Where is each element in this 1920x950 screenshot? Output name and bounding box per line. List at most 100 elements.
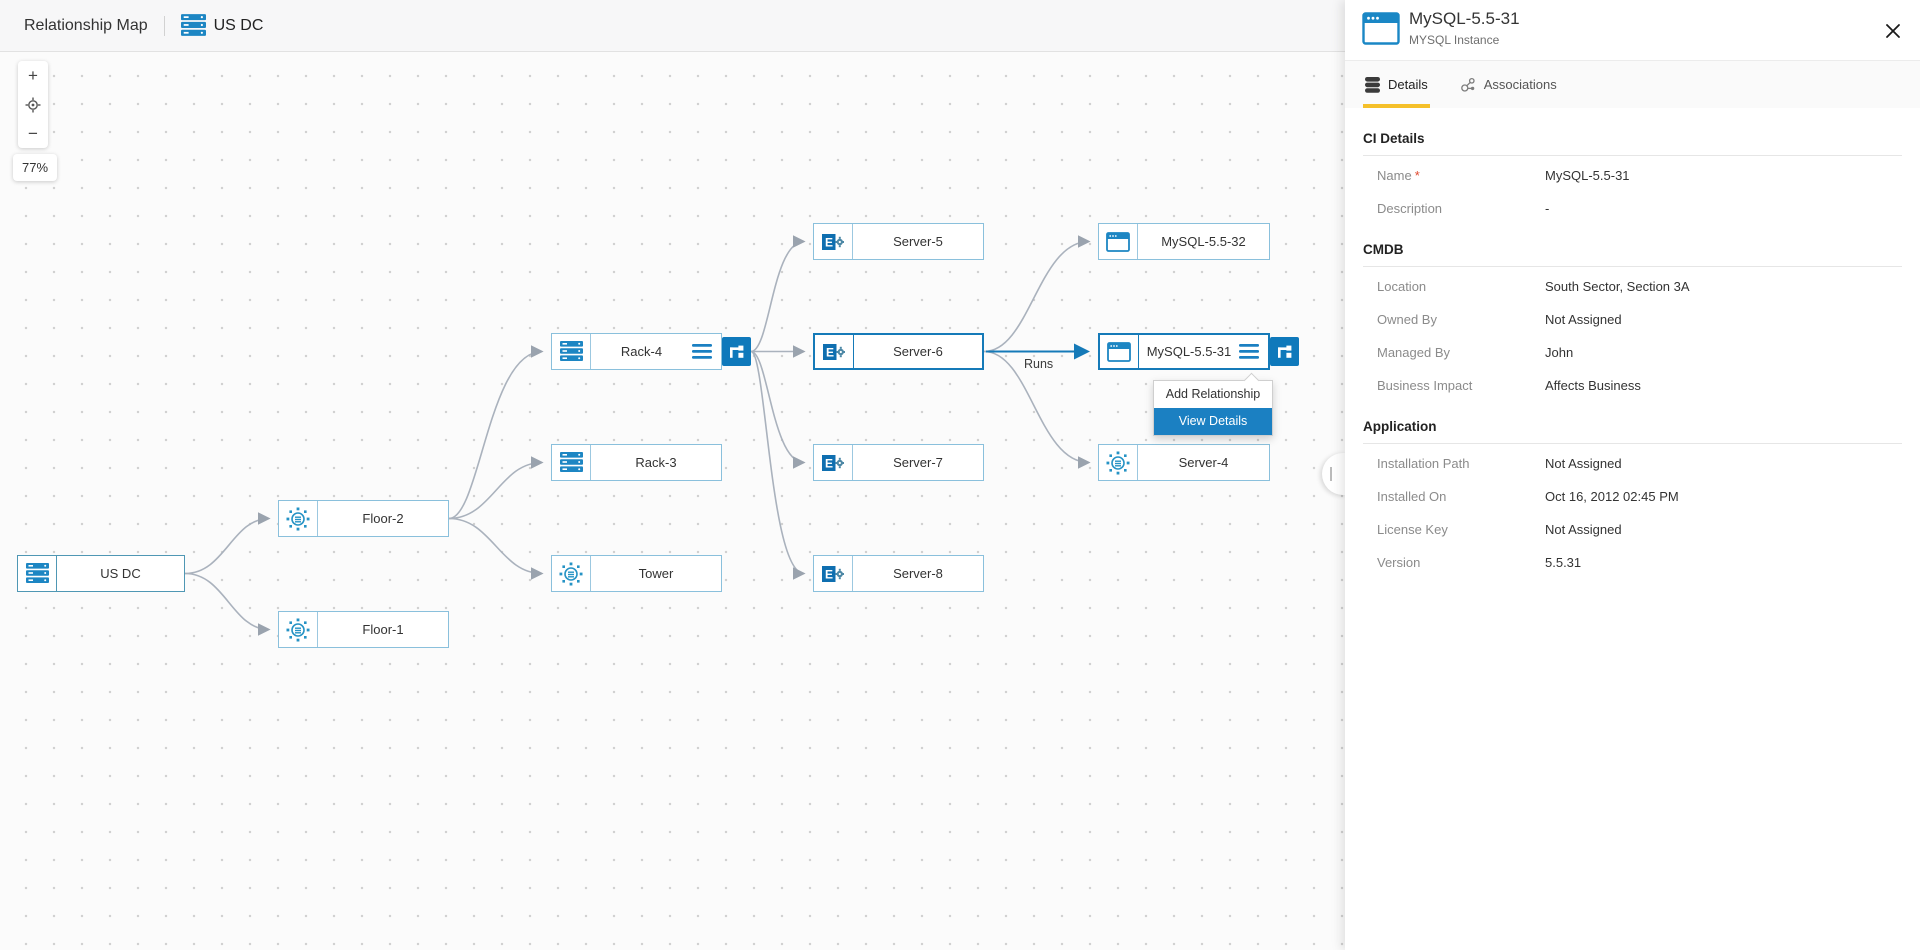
ci-details-panel: MySQL-5.5-31 MYSQL Instance Details Asso…: [1345, 0, 1920, 950]
field-label: Location: [1377, 279, 1427, 294]
window-icon: [1099, 224, 1138, 259]
node-label: Rack-3: [635, 455, 677, 470]
field-value: Not Assigned: [1545, 522, 1622, 537]
node-label: MySQL-5.5-32: [1161, 234, 1246, 249]
window-icon: [1362, 12, 1400, 50]
vm-icon: [279, 612, 318, 647]
field-label: Installed On: [1377, 489, 1447, 504]
rack-icon: [18, 556, 57, 591]
zoom-level-badge: 77%: [13, 154, 57, 181]
expand-tree-button[interactable]: [722, 337, 751, 366]
node-label: MySQL-5.5-31: [1146, 344, 1232, 359]
node-server-7[interactable]: E Server-7: [813, 444, 984, 481]
tab-label: Details: [1388, 77, 1428, 92]
node-floor-1[interactable]: Floor-1: [278, 611, 449, 648]
node-label: Rack-4: [620, 344, 663, 359]
node-label: Server-7: [893, 455, 943, 470]
rack-icon: [552, 445, 591, 480]
topbar-divider: [163, 15, 165, 36]
section-heading: Application: [1363, 419, 1437, 434]
field-label: Installation Path: [1377, 456, 1470, 471]
window-icon: [1100, 335, 1139, 368]
field-row-location: Location South Sector, Section 3A: [1377, 270, 1902, 303]
field-row-license-key: License Key Not Assigned: [1377, 513, 1902, 546]
node-floor-2[interactable]: Floor-2: [278, 500, 449, 537]
svg-text:E: E: [825, 456, 833, 470]
field-row-business-impact: Business Impact Affects Business: [1377, 369, 1902, 402]
tab-label: Associations: [1483, 77, 1557, 92]
associations-icon: [1460, 77, 1475, 92]
field-value: Not Assigned: [1545, 312, 1622, 327]
field-label: Business Impact: [1377, 378, 1473, 393]
node-menu-icon[interactable]: [692, 334, 721, 369]
menu-item-add-relationship[interactable]: Add Relationship: [1165, 387, 1261, 401]
field-label: Owned By: [1377, 312, 1437, 327]
expand-tree-button[interactable]: [1270, 337, 1299, 366]
node-label: Tower: [638, 566, 674, 581]
node-label: Server-8: [893, 566, 943, 581]
fit-to-screen-button[interactable]: [18, 90, 48, 119]
server-icon: E: [814, 445, 853, 480]
close-icon[interactable]: [1880, 18, 1906, 44]
field-value: Oct 16, 2012 02:45 PM: [1545, 489, 1679, 504]
tab-details[interactable]: Details: [1363, 61, 1430, 108]
field-row-installation-path: Installation Path Not Assigned: [1377, 447, 1902, 480]
server-icon: E: [815, 335, 854, 368]
field-value: Affects Business: [1545, 378, 1641, 393]
field-value: Not Assigned: [1545, 456, 1622, 471]
tree-icon: [730, 345, 744, 358]
node-label: Floor-1: [362, 622, 404, 637]
breadcrumb-entity: US DC: [180, 14, 263, 37]
node-rack-4[interactable]: Rack-4: [551, 333, 722, 370]
field-row-name: Name* MySQL-5.5-31: [1377, 159, 1902, 192]
server-icon: E: [814, 556, 853, 591]
node-rack-3[interactable]: Rack-3: [551, 444, 722, 481]
node-server-8[interactable]: E Server-8: [813, 555, 984, 592]
panel-tabs: Details Associations: [1345, 60, 1920, 108]
node-label: Server-5: [893, 234, 943, 249]
svg-text:E: E: [826, 345, 834, 359]
field-row-managed-by: Managed By John: [1377, 336, 1902, 369]
node-tower[interactable]: Tower: [551, 555, 722, 592]
tree-icon: [1278, 345, 1292, 358]
rack-icon: [180, 14, 206, 36]
node-server-6[interactable]: E Server-6: [813, 333, 984, 370]
svg-text:E: E: [825, 567, 833, 581]
section-divider: [1363, 443, 1902, 444]
node-server-4[interactable]: Server-4: [1098, 444, 1270, 481]
page-title: Relationship Map: [24, 16, 148, 34]
field-row-version: Version 5.5.31: [1377, 546, 1902, 579]
tab-associations[interactable]: Associations: [1458, 61, 1559, 108]
zoom-controls: + −: [18, 61, 48, 148]
node-mysql-5-5-31[interactable]: MySQL-5.5-31: [1098, 333, 1270, 370]
panel-body: CI Details Name* MySQL-5.5-31 Descriptio…: [1345, 108, 1920, 579]
field-row-description: Description -: [1377, 192, 1902, 225]
field-value: John: [1545, 345, 1574, 360]
vm-icon: [279, 501, 318, 536]
node-us-dc[interactable]: US DC: [17, 555, 185, 592]
section-divider: [1363, 266, 1902, 267]
node-label: Server-6: [893, 344, 943, 359]
field-row-owned-by: Owned By Not Assigned: [1377, 303, 1902, 336]
node-mysql-5-5-32[interactable]: MySQL-5.5-32: [1098, 223, 1270, 260]
section-heading: CI Details: [1363, 131, 1425, 146]
crosshair-icon: [25, 97, 41, 112]
required-marker: *: [1414, 168, 1420, 183]
node-context-menu: Add Relationship View Details: [1153, 372, 1273, 436]
field-label: Managed By: [1377, 345, 1450, 360]
panel-subtitle: MYSQL Instance: [1409, 33, 1500, 47]
node-menu-icon[interactable]: [1239, 335, 1268, 368]
zoom-in-button[interactable]: +: [28, 65, 38, 85]
grip-bar: [1330, 467, 1332, 481]
menu-item-view-details[interactable]: View Details: [1154, 408, 1272, 435]
field-row-installed-on: Installed On Oct 16, 2012 02:45 PM: [1377, 480, 1902, 513]
node-label: US DC: [100, 566, 141, 581]
edge-label-runs: Runs: [1024, 357, 1054, 371]
zoom-out-button[interactable]: −: [28, 123, 38, 143]
relationship-canvas[interactable]: [0, 52, 1345, 950]
panel-header: MySQL-5.5-31 MYSQL Instance: [1345, 0, 1920, 60]
node-server-5[interactable]: E Server-5: [813, 223, 984, 260]
section-divider: [1363, 155, 1902, 156]
field-label: License Key: [1377, 522, 1448, 537]
